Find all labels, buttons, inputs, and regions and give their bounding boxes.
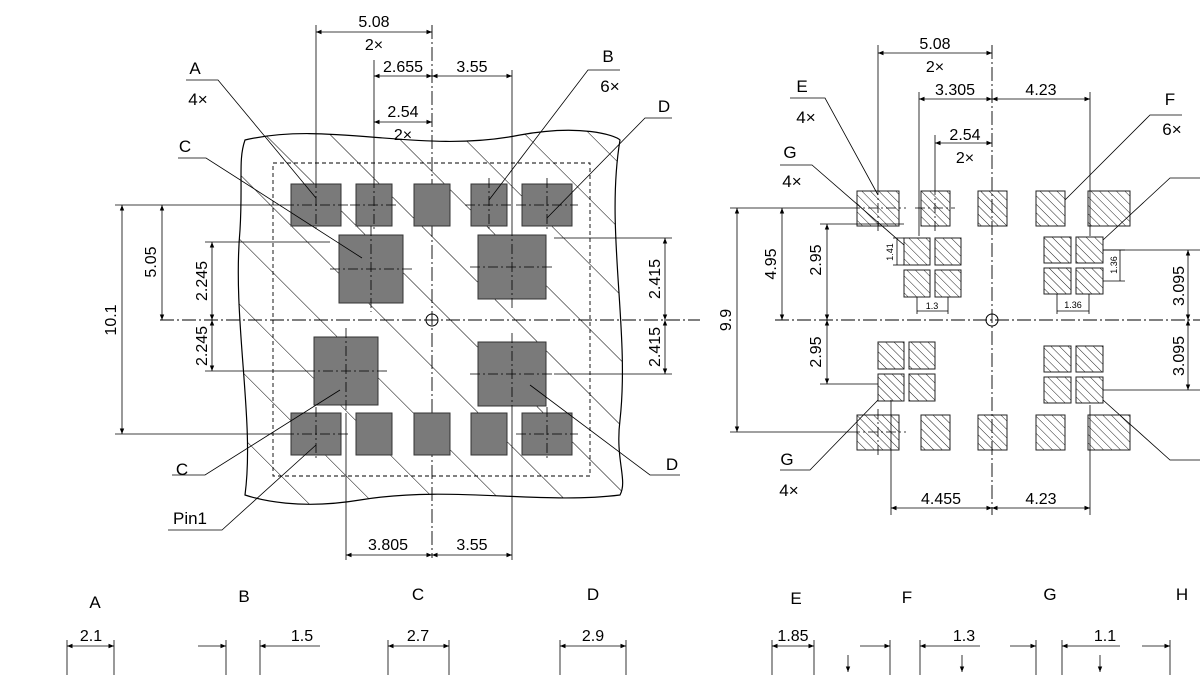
detail-label-d: D [587,585,599,604]
pad-f [977,190,1008,227]
detail-width-b: 1.5 [291,628,313,645]
detail-label-c: C [412,585,424,604]
pad-f [977,414,1008,451]
dim-2-655: 2.655 [383,59,423,76]
dim-9-9: 9.9 [718,309,735,331]
label-g-count: 4× [779,481,798,500]
label-c: C [176,460,188,479]
dim-3-095: 3.095 [1171,266,1188,306]
dim-2-54: 2.54 [949,127,980,144]
dim-5-05: 5.05 [143,246,160,277]
pad-b [355,412,393,456]
dim-2-54: 2.54 [387,104,418,121]
label-e-count: 4× [796,108,815,127]
label-g: G [780,450,793,469]
pad-e [1087,414,1131,451]
label-g: G [783,143,796,162]
pad-b [413,412,451,456]
detail-width-a: 2.1 [80,628,102,645]
label-d: D [658,97,670,116]
dim-1-36: 1.36 [1064,300,1082,310]
label-d: D [666,455,678,474]
detail-label-g: G [1043,585,1056,604]
left-center-mark [425,313,439,327]
dim-1-3: 1.3 [926,301,939,311]
detail-width-f: 1.3 [953,628,975,645]
dim-2-245: 2.245 [194,326,211,366]
label-a-count: 4× [188,90,207,109]
label-b-count: 6× [600,77,619,96]
detail-width-d: 2.9 [582,628,604,645]
pad-b [413,183,451,227]
label-c: C [179,137,191,156]
pad-f [1035,190,1066,227]
right-center-mark [985,313,999,327]
pad-g-group [877,341,936,402]
dim-1-36: 1.36 [1109,256,1119,274]
dim-1-41: 1.41 [885,243,895,261]
detail-strip: A 2.1 B 1.5 C 2.7 D 2.9 E 1.85 F 1.3 G 1… [66,585,1188,675]
dim-5-08: 5.08 [358,14,389,31]
dim-5-08: 5.08 [919,36,950,53]
dim-3-55: 3.55 [456,537,487,554]
detail-label-h: H [1176,585,1188,604]
right-view: 5.08 2× 3.305 4.23 2.54 2× 9.9 4.95 2.95… [718,36,1200,515]
dim-3-55: 3.55 [456,59,487,76]
detail-width-e: 1.85 [777,628,808,645]
detail-label-a: A [89,593,101,612]
dim-2-245: 2.245 [194,261,211,301]
pad-g-group [903,237,962,298]
dim-10-1: 10.1 [103,304,120,335]
pad-b [470,412,508,456]
pad-f [920,414,951,451]
label-b: B [602,47,613,66]
detail-label-e: E [790,589,801,608]
detail-label-b: B [238,587,249,606]
dim-2x: 2× [956,150,974,167]
dim-2-415: 2.415 [647,327,664,367]
label-a: A [189,59,201,78]
dim-2x: 2× [394,127,412,144]
detail-width-g: 1.1 [1094,628,1116,645]
label-e: E [796,77,807,96]
label-g-count: 4× [782,172,801,191]
dim-2x: 2× [365,37,383,54]
pad-e [1087,190,1131,227]
dim-4-23: 4.23 [1025,82,1056,99]
pad-f [1035,414,1066,451]
dim-3-805: 3.805 [368,537,408,554]
pad-g-group [1043,236,1104,295]
dim-2-95: 2.95 [808,244,825,275]
dim-4-455: 4.455 [921,491,961,508]
pad-f [920,190,951,227]
left-view: 5.08 2× 2.655 3.55 2.54 2× 10.1 5.05 2.2… [103,14,700,560]
dim-3-305: 3.305 [935,82,975,99]
label-f: F [1165,90,1175,109]
dim-2x: 2× [926,59,944,76]
detail-width-c: 2.7 [407,628,429,645]
label-pin1: Pin1 [173,509,207,528]
dim-2-95: 2.95 [808,336,825,367]
dim-2-415: 2.415 [647,259,664,299]
dim-4-23: 4.23 [1025,491,1056,508]
pad-g-group [1043,345,1104,404]
dim-4-95: 4.95 [763,248,780,279]
dim-3-095: 3.095 [1171,336,1188,376]
detail-label-f: F [902,588,912,607]
label-f-count: 6× [1162,120,1181,139]
